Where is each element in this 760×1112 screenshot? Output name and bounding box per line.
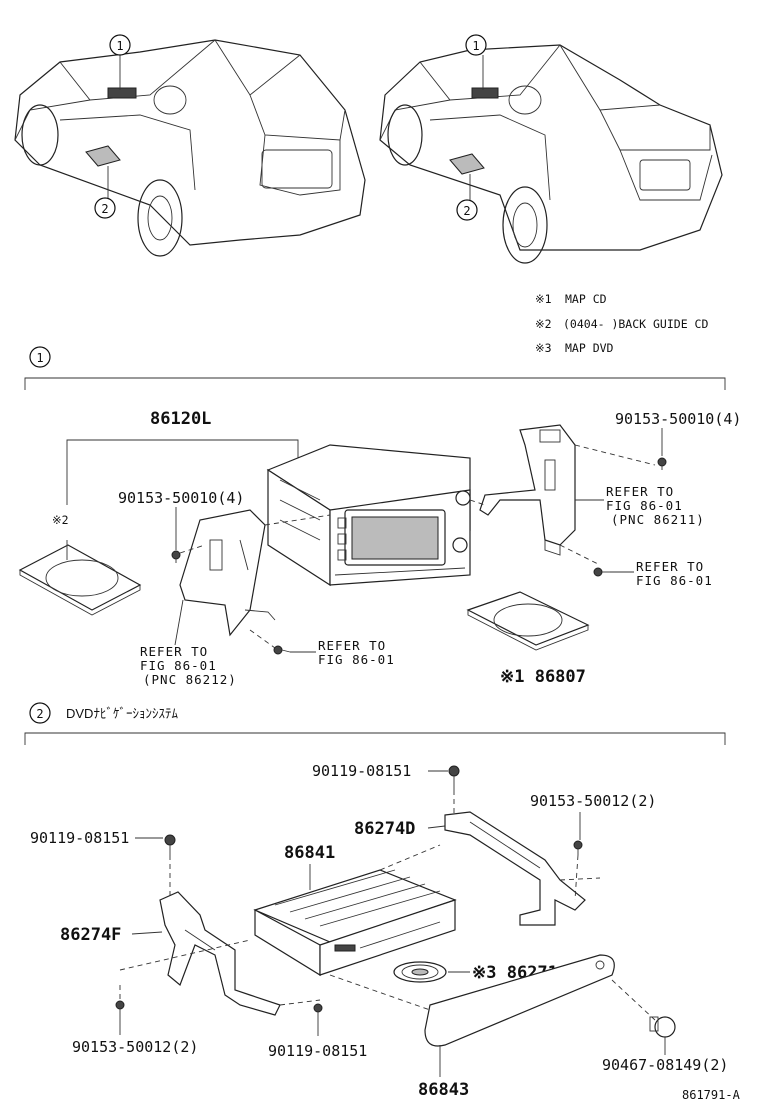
dvd-navigation-unit [253, 844, 457, 977]
back-guide-cd [18, 540, 142, 616]
ref-right-line-3: (PNC 86211) [611, 512, 705, 527]
label-bolt-bottom-left: 90153-50012(2) [72, 1038, 198, 1056]
label-86120L: 86120L [150, 409, 211, 429]
navigation-head-unit [266, 444, 471, 587]
ref-screw-right-line-1: REFER TO [636, 559, 704, 574]
section-2-title: DVDﾅﾋﾞｹﾞｰｼｮﾝｼｽﾃﾑ [66, 706, 178, 721]
right-screw-icon [593, 567, 610, 577]
label-map-cd: ※1 86807 [500, 667, 586, 687]
top-screw-icon [448, 765, 460, 790]
figure-id: 861791-A [682, 1088, 741, 1102]
label-bracket-86274D: 86274D [354, 819, 415, 839]
svg-text:2: 2 [463, 204, 470, 218]
ref-left-line-2: FIG 86-01 [140, 658, 217, 673]
cover-86843 [329, 954, 615, 1047]
section-1-header: 1 [24, 346, 726, 390]
left-mounting-bracket [179, 509, 331, 637]
wagon-callout-1: 1 [109, 34, 131, 56]
right-bolt-2-icon [573, 840, 583, 855]
label-clip: 90467-08149(2) [602, 1056, 728, 1074]
legend-note-1-mark: ※1 [535, 292, 552, 306]
label-bolt-left: 90153-50010(4) [118, 489, 244, 507]
legend-note-1-text: MAP CD [565, 292, 607, 306]
note-mark-2: ※2 [52, 513, 69, 527]
clip-icon [649, 1016, 676, 1038]
label-dvd-86841: 86841 [284, 843, 335, 863]
label-screw-top: 90119-08151 [312, 762, 411, 780]
left-bolt-icon [171, 550, 181, 563]
right-bolt-icon [657, 457, 667, 470]
ref-screw-left-line-1: REFER TO [318, 638, 386, 653]
bracket-86274D [444, 811, 601, 926]
label-cover-86843: 86843 [418, 1080, 469, 1100]
label-bolt-right-2: 90153-50012(2) [530, 792, 656, 810]
wagon-vehicle-illustration [14, 39, 366, 257]
sedan-vehicle-illustration [379, 44, 723, 264]
ref-screw-right-line-2: FIG 86-01 [636, 573, 713, 588]
legend-note-3-mark: ※3 [535, 341, 552, 355]
svg-text:2: 2 [101, 202, 108, 216]
left-screw-2-icon [164, 834, 176, 855]
label-bracket-86274F: 86274F [60, 925, 121, 945]
right-mounting-bracket [469, 424, 656, 566]
ref-screw-left-line-2: FIG 86-01 [318, 652, 395, 667]
svg-text:1: 1 [116, 39, 123, 53]
legend-note-2-mark: ※2 [535, 317, 552, 331]
label-screw-bottom: 90119-08151 [268, 1042, 367, 1060]
bracket-86274F [119, 891, 321, 1016]
ref-right-line-2: FIG 86-01 [606, 498, 683, 513]
ref-left-line-3: (PNC 86212) [143, 672, 237, 687]
ref-left-line-1: REFER TO [140, 644, 208, 659]
sedan-callout-2: 2 [456, 199, 478, 221]
svg-text:1: 1 [472, 39, 479, 53]
label-screw-left: 90119-08151 [30, 829, 129, 847]
legend-note-3-text: MAP DVD [565, 341, 614, 355]
legend-note-2-text: (0404- )BACK GUIDE CD [563, 317, 708, 331]
bottom-screw-icon [313, 1003, 323, 1020]
svg-text:2: 2 [36, 707, 43, 721]
wagon-callout-2: 2 [94, 197, 116, 219]
bottom-left-bolt-icon [115, 1000, 125, 1015]
sedan-callout-1: 1 [465, 34, 487, 56]
map-cd [466, 591, 590, 651]
ref-right-line-1: REFER TO [606, 484, 674, 499]
legend-notes: ※1 MAP CD ※2 (0404- )BACK GUIDE CD ※3 MA… [535, 292, 708, 355]
label-bolt-right: 90153-50010(4) [615, 410, 741, 428]
map-dvd-disc [393, 961, 447, 983]
section-2-header: 2 DVDﾅﾋﾞｹﾞｰｼｮﾝｼｽﾃﾑ [24, 702, 726, 745]
left-screw-icon [273, 645, 291, 655]
svg-text:1: 1 [36, 351, 43, 365]
